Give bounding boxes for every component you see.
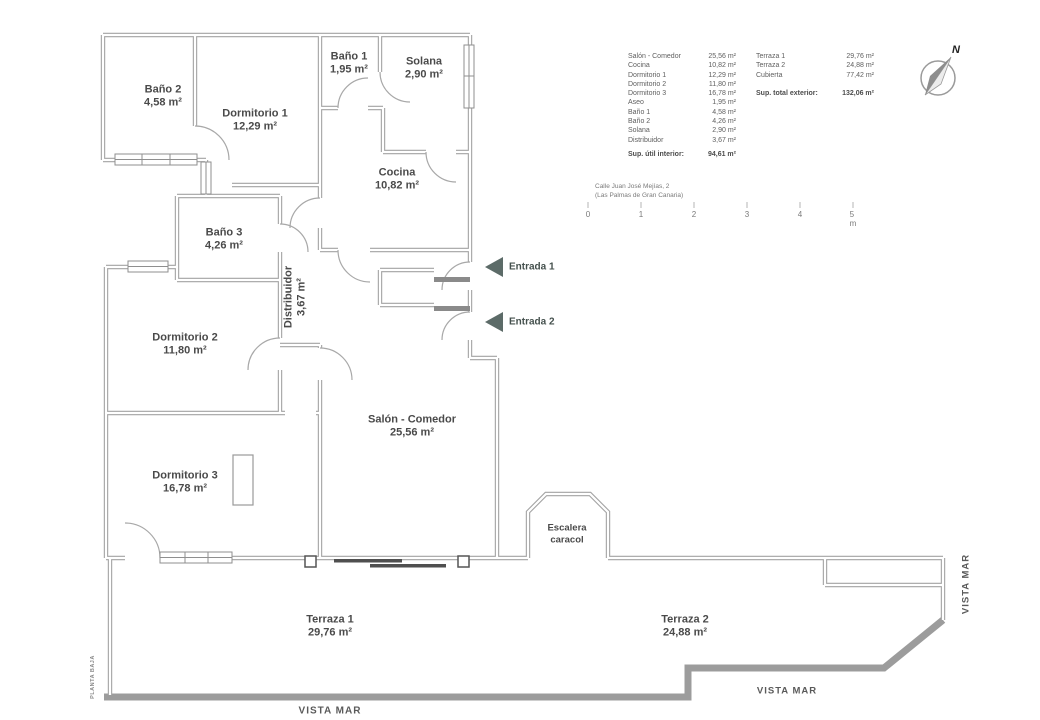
columns xyxy=(304,555,470,568)
scale-tick-label: 2 xyxy=(691,210,697,219)
legend-room: Salón - Comedor xyxy=(628,53,681,60)
legend-row: Dormitorio 3 16,78 m² xyxy=(628,89,736,98)
legend-area: 16,78 m² xyxy=(708,90,736,98)
walls-inner-pass xyxy=(101,33,945,695)
legend-room: Cubierta xyxy=(756,71,783,79)
scale-tick-label: 4 xyxy=(797,210,803,219)
legend-room: Aseo xyxy=(628,99,644,107)
scale-tick-label: 0 xyxy=(585,210,591,219)
legend-row: Baño 2 4,26 m² xyxy=(628,117,736,126)
legend-row: Aseo 1,95 m² xyxy=(628,98,736,107)
door-arcs xyxy=(124,71,471,559)
legend-area: 10,82 m² xyxy=(708,62,736,70)
legend-total-value: 94,61 m² xyxy=(707,150,736,158)
legend-room: Dormitorio 2 xyxy=(628,80,667,88)
legend-row: Cubierta 77,42 m² xyxy=(756,71,874,80)
legend-area: 1,95 m² xyxy=(712,99,736,107)
legend-room: Baño 2 xyxy=(628,118,651,126)
legend-area: 12,29 m² xyxy=(708,71,736,79)
walls-outer-pass xyxy=(100,32,946,695)
legend-area: 4,58 m² xyxy=(712,108,736,116)
scale-tick-label: 5 m xyxy=(849,210,857,228)
dorm3-fixture xyxy=(232,454,254,506)
scale-tick-label: 1 xyxy=(638,210,644,219)
entrada-2-arrow-icon xyxy=(485,312,503,332)
legend-room: Terraza 1 xyxy=(756,53,786,60)
legend-row: Terraza 2 24,88 m² xyxy=(756,61,874,70)
entrada-1-arrow-icon xyxy=(485,257,503,277)
legend-room: Dormitorio 1 xyxy=(628,71,667,79)
legend-total-label: Sup. total exterior: xyxy=(756,89,818,97)
legend-total-label: Sup. útil interior: xyxy=(628,150,684,158)
legend-total-row: Sup. total exterior: 132,06 m² xyxy=(756,89,874,98)
legend-area: 77,42 m² xyxy=(846,71,874,79)
legend-row: Solana 2,90 m² xyxy=(628,126,736,135)
entrance-jambs xyxy=(434,277,470,311)
legend-area: 24,88 m² xyxy=(846,62,874,70)
north-compass-icon: N xyxy=(920,44,961,96)
legend-row: Dormitorio 1 12,29 m² xyxy=(628,71,736,80)
legend-room: Dormitorio 3 xyxy=(628,90,667,98)
legend-row: Baño 1 4,58 m² xyxy=(628,108,736,117)
north-label: N xyxy=(952,44,961,56)
legend-room: Distribuidor xyxy=(628,136,664,144)
legend-room: Terraza 2 xyxy=(756,62,786,70)
legend-area: 11,80 m² xyxy=(708,80,736,88)
legend-area: 4,26 m² xyxy=(712,118,736,126)
legend-row: Salón - Comedor 25,56 m² xyxy=(628,52,736,61)
legend-row: Dormitorio 2 11,80 m² xyxy=(628,80,736,89)
sliding-door xyxy=(334,559,446,568)
address-line2: (Las Palmas de Gran Canaria) xyxy=(595,192,684,199)
legend-area: 25,56 m² xyxy=(708,53,736,60)
legend-area: 29,76 m² xyxy=(846,53,874,60)
legend-row: Terraza 1 29,76 m² xyxy=(756,52,874,61)
legend-total-row: Sup. útil interior: 94,61 m² xyxy=(628,150,736,159)
scale-tick-label: 3 xyxy=(744,210,750,219)
legend-area: 3,67 m² xyxy=(712,136,736,144)
address-block: Calle Juan José Mejías, 2 (Las Palmas de… xyxy=(595,182,683,200)
legend-room: Baño 1 xyxy=(628,108,651,116)
scalebar-ticks xyxy=(587,202,854,208)
legend-row: Distribuidor 3,67 m² xyxy=(628,136,736,145)
windows xyxy=(114,44,475,564)
terrace-parapet-wall xyxy=(104,617,946,701)
legend-room: Solana xyxy=(628,127,650,135)
legend-room: Cocina xyxy=(628,62,650,70)
address-line1: Calle Juan José Mejías, 2 xyxy=(595,183,670,190)
legend-total-value: 132,06 m² xyxy=(842,89,874,97)
legend-row: Cocina 10,82 m² xyxy=(628,61,736,70)
legend-area: 2,90 m² xyxy=(712,127,736,135)
